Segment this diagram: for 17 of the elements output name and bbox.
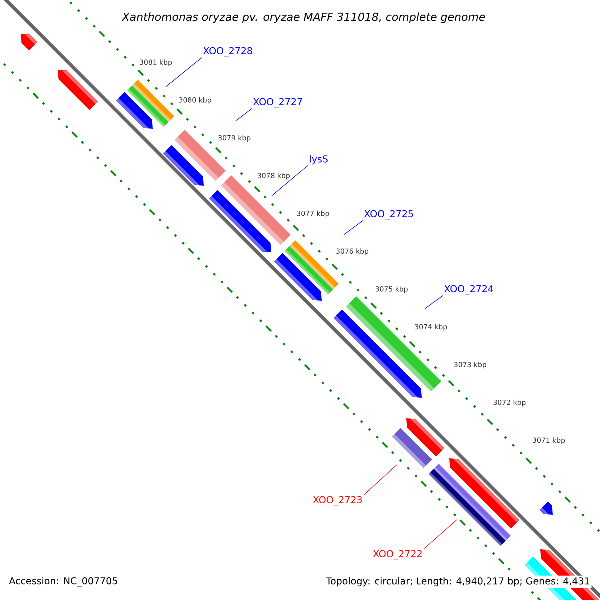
genome-stats-text: Topology: circular; Length: 4,940,217 bp; Genes: 4,431 xyxy=(324,576,592,588)
gene-label: XOO_2725 xyxy=(364,210,414,220)
gene-label: XOO_2723 xyxy=(313,496,362,506)
leader-line xyxy=(272,166,308,196)
leader-line xyxy=(236,108,252,122)
gene-label: XOO_2728 xyxy=(203,47,252,57)
leader-line xyxy=(424,520,458,550)
leader-line xyxy=(364,464,398,496)
title: Xanthomonas oryzae pv. oryzae MAFF 311018, complete genome xyxy=(122,12,486,24)
gene-label: XOO_2722 xyxy=(373,550,422,560)
leader-line xyxy=(344,220,364,236)
gene-label: lysS xyxy=(310,155,328,165)
accession-text: Accession: NC_007705 xyxy=(9,577,118,587)
gene-label: XOO_2724 xyxy=(444,285,494,295)
gene-label: XOO_2727 xyxy=(253,98,302,108)
leader-line xyxy=(166,58,202,88)
leader-line xyxy=(424,296,444,310)
